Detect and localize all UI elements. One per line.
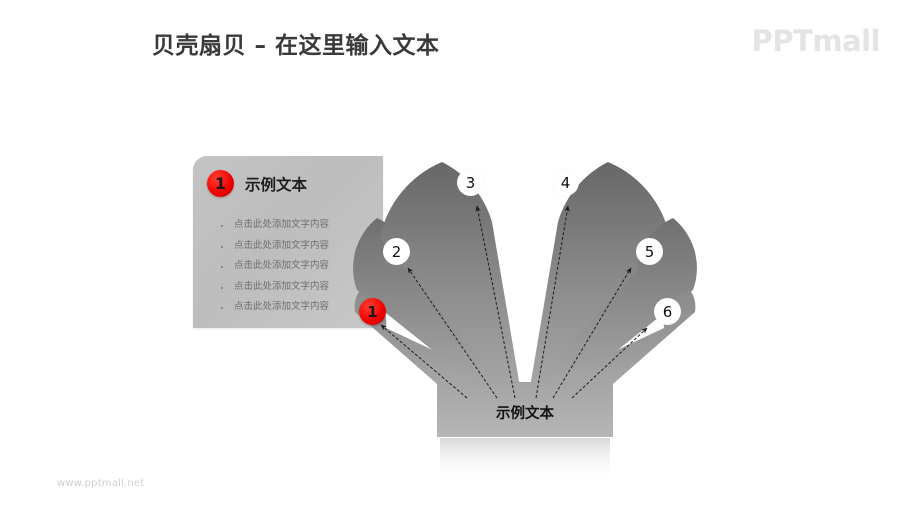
- bullet-dot-icon: [221, 245, 223, 248]
- page-title: 贝壳扇贝 – 在这里输入文本: [152, 33, 440, 59]
- shell-marker-5[interactable]: 5: [636, 238, 663, 265]
- shell-petal-4[interactable]: [529, 162, 670, 396]
- shell-marker-4[interactable]: 4: [552, 169, 579, 196]
- info-panel-title: 示例文本: [245, 175, 308, 194]
- connector-arrow-3: [475, 205, 516, 399]
- info-panel[interactable]: 1 示例文本 点击此处添加文字内容 点击此处添加文字内容 点击此处添加文字内容 …: [193, 156, 383, 328]
- list-item-label: 点击此处添加文字内容: [234, 260, 330, 271]
- shell-petal-3[interactable]: [380, 162, 521, 396]
- bullet-dot-icon: [221, 307, 223, 309]
- footer-watermark-url: www.pptmall.net: [57, 478, 145, 489]
- bullet-dot-icon: [221, 225, 223, 227]
- list-item[interactable]: 点击此处添加文字内容: [221, 261, 329, 271]
- shell-marker-6[interactable]: 6: [654, 298, 681, 325]
- connector-arrow-5: [552, 267, 632, 399]
- info-panel-header: 1 示例文本: [207, 170, 307, 197]
- list-item[interactable]: 点击此处添加文字内容: [221, 302, 329, 312]
- connector-arrow-2: [407, 267, 498, 399]
- list-item[interactable]: 点击此处添加文字内容: [221, 280, 330, 292]
- list-item-label: 点击此处添加文字内容: [234, 239, 330, 251]
- info-panel-badge[interactable]: 1: [207, 170, 234, 197]
- connector-arrow-4: [535, 205, 570, 399]
- list-item[interactable]: 点击此处添加文字内容: [221, 239, 330, 251]
- scallop-shell-diagram: 示例文本 1 2 3 4 5 6: [350, 140, 700, 480]
- shell-marker-1[interactable]: 1: [359, 298, 386, 325]
- connector-arrow-6: [571, 327, 648, 399]
- list-item-label: 点击此处添加文字内容: [234, 301, 330, 312]
- pptmall-logo: PPTmall: [751, 24, 881, 58]
- shell-graphic-svg: [353, 162, 697, 480]
- info-panel-bullet-list: 点击此处添加文字内容 点击此处添加文字内容 点击此处添加文字内容 点击此处添加文…: [221, 220, 329, 323]
- list-item-label: 点击此处添加文字内容: [234, 219, 330, 230]
- list-item[interactable]: 点击此处添加文字内容: [221, 220, 329, 230]
- list-item-label: 点击此处添加文字内容: [234, 280, 330, 292]
- shell-reflection: [440, 438, 610, 480]
- shell-base-plate[interactable]: [437, 382, 613, 437]
- bullet-dot-icon: [221, 286, 223, 289]
- shell-marker-3[interactable]: 3: [457, 169, 484, 196]
- shell-marker-2[interactable]: 2: [383, 238, 410, 265]
- bullet-dot-icon: [221, 266, 223, 268]
- connector-arrows: [380, 205, 648, 399]
- connector-arrow-1: [380, 324, 468, 399]
